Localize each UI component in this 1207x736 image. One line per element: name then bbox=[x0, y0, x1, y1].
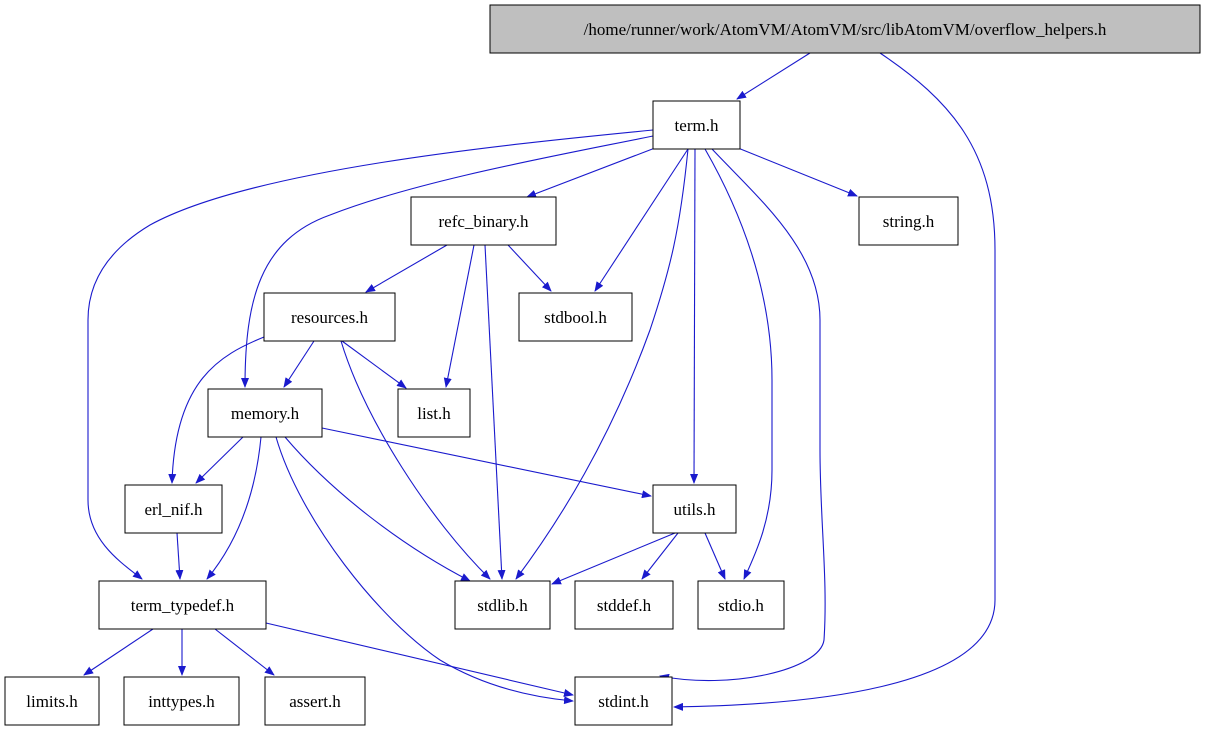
edge-memory-to-erlnif bbox=[195, 436, 244, 484]
node-label: /home/runner/work/AtomVM/AtomVM/src/libA… bbox=[584, 20, 1107, 39]
edge-root-to-term bbox=[736, 52, 811, 100]
nodes: /home/runner/work/AtomVM/AtomVM/src/libA… bbox=[4, 4, 1201, 726]
node-label: stdio.h bbox=[718, 596, 764, 615]
node-stdbool[interactable]: stdbool.h bbox=[518, 292, 633, 342]
node-label: stddef.h bbox=[597, 596, 652, 615]
edge-refc-to-resources bbox=[365, 244, 448, 293]
node-box bbox=[263, 292, 396, 342]
edge-resources-to-memory bbox=[283, 340, 315, 388]
node-memory[interactable]: memory.h bbox=[207, 388, 323, 438]
node-box bbox=[489, 4, 1201, 54]
node-stdlib[interactable]: stdlib.h bbox=[454, 580, 551, 630]
edge-term-to-typedef bbox=[87, 129, 654, 580]
node-stdio[interactable]: stdio.h bbox=[697, 580, 785, 630]
node-term[interactable]: term.h bbox=[652, 100, 741, 150]
edge-typedef-to-limits bbox=[83, 628, 154, 676]
edge-typedef-to-stdint bbox=[265, 622, 574, 697]
node-box bbox=[697, 580, 785, 630]
node-box bbox=[4, 676, 100, 726]
node-stdint[interactable]: stdint.h bbox=[574, 676, 673, 726]
edge-term-to-refc bbox=[526, 147, 656, 198]
edge-term-to-stdint bbox=[659, 148, 826, 682]
node-box bbox=[858, 196, 959, 246]
node-box bbox=[518, 292, 633, 342]
node-label: resources.h bbox=[291, 308, 368, 327]
node-label: stdint.h bbox=[598, 692, 649, 711]
edges bbox=[83, 52, 996, 711]
node-label: erl_nif.h bbox=[144, 500, 203, 519]
edge-utils-to-stddef bbox=[641, 532, 679, 580]
node-label: term.h bbox=[675, 116, 719, 135]
edge-erlnif-to-typedef bbox=[175, 532, 184, 580]
node-box bbox=[652, 484, 737, 534]
node-assert[interactable]: assert.h bbox=[264, 676, 366, 726]
node-label: memory.h bbox=[231, 404, 300, 423]
node-label: assert.h bbox=[289, 692, 341, 711]
node-label: limits.h bbox=[26, 692, 78, 711]
edge-term-to-utils bbox=[690, 148, 699, 484]
edge-typedef-to-assert bbox=[214, 628, 275, 676]
edge-refc-to-list bbox=[443, 244, 475, 388]
node-box bbox=[207, 388, 323, 438]
node-label: stdlib.h bbox=[477, 596, 528, 615]
node-erlnif[interactable]: erl_nif.h bbox=[124, 484, 223, 534]
node-stddef[interactable]: stddef.h bbox=[574, 580, 674, 630]
edge-memory-to-typedef bbox=[206, 436, 262, 580]
node-typedef[interactable]: term_typedef.h bbox=[98, 580, 267, 630]
edge-resources-to-stdlib bbox=[340, 340, 491, 580]
edge-resources-to-list bbox=[341, 340, 407, 389]
node-inttypes[interactable]: inttypes.h bbox=[123, 676, 240, 726]
node-label: utils.h bbox=[673, 500, 716, 519]
edge-root-to-stdint bbox=[673, 52, 996, 711]
node-utils[interactable]: utils.h bbox=[652, 484, 737, 534]
node-refc[interactable]: refc_binary.h bbox=[410, 196, 557, 246]
edge-memory-to-utils bbox=[321, 427, 652, 499]
node-label: stdbool.h bbox=[544, 308, 607, 327]
edge-term-to-stdlib bbox=[515, 148, 689, 580]
edge-utils-to-stdlib bbox=[551, 532, 676, 585]
edge-refc-to-stdbool bbox=[507, 244, 552, 292]
node-resources[interactable]: resources.h bbox=[263, 292, 396, 342]
node-box bbox=[123, 676, 240, 726]
node-list[interactable]: list.h bbox=[397, 388, 471, 438]
edge-refc-to-stdlib bbox=[484, 244, 506, 580]
node-box bbox=[574, 676, 673, 726]
edge-term-to-stdbool bbox=[594, 148, 689, 292]
node-limits[interactable]: limits.h bbox=[4, 676, 100, 726]
node-box bbox=[397, 388, 471, 438]
node-string[interactable]: string.h bbox=[858, 196, 959, 246]
node-box bbox=[410, 196, 557, 246]
edge-term-to-memory bbox=[241, 135, 654, 388]
node-label: list.h bbox=[417, 404, 451, 423]
edge-memory-to-stdlib bbox=[284, 436, 471, 582]
node-label: inttypes.h bbox=[148, 692, 215, 711]
node-label: refc_binary.h bbox=[439, 212, 529, 231]
node-box bbox=[98, 580, 267, 630]
node-label: term_typedef.h bbox=[131, 596, 235, 615]
node-box bbox=[124, 484, 223, 534]
node-root[interactable]: /home/runner/work/AtomVM/AtomVM/src/libA… bbox=[489, 4, 1201, 54]
edge-memory-to-stdint bbox=[275, 436, 574, 705]
edge-utils-to-stdio bbox=[704, 532, 726, 580]
node-label: string.h bbox=[883, 212, 935, 231]
edge-term-to-string bbox=[737, 147, 858, 197]
node-box bbox=[264, 676, 366, 726]
node-box bbox=[454, 580, 551, 630]
node-box bbox=[574, 580, 674, 630]
node-box bbox=[652, 100, 741, 150]
edge-resources-to-erlnif bbox=[168, 336, 265, 484]
edge-term-to-stdio bbox=[704, 148, 773, 580]
